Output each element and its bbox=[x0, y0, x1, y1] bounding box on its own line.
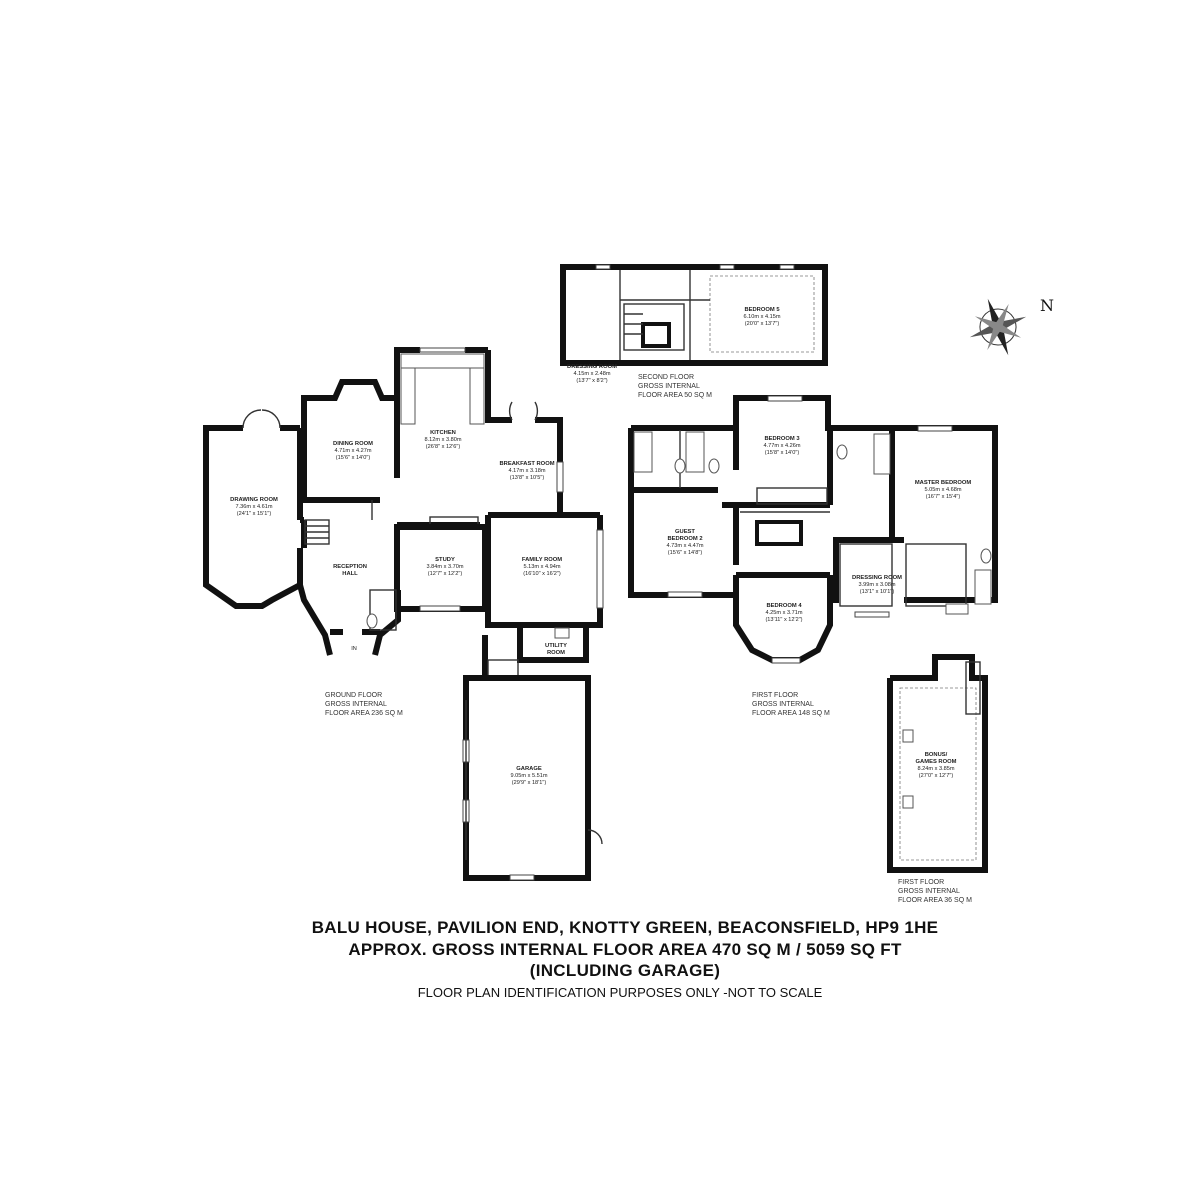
north-label: N bbox=[1040, 296, 1054, 315]
including-garage-note: (INCLUDING GARAGE) bbox=[529, 961, 721, 980]
ground-floor-plan bbox=[203, 347, 604, 881]
room-label-study: STUDY 3.84m x 3.70m (12'7" x 12'2") bbox=[426, 557, 464, 577]
floor-area-first: FIRST FLOOR GROSS INTERNAL FLOOR AREA 14… bbox=[752, 692, 830, 717]
room-label-drawing-room: DRAWING ROOM 7.36m x 4.61m (24'1" x 15'1… bbox=[230, 497, 278, 517]
entrance-label: IN bbox=[351, 646, 357, 652]
floor-area-first-annex: FIRST FLOOR GROSS INTERNAL FLOOR AREA 36… bbox=[898, 879, 972, 904]
property-address: BALU HOUSE, PAVILION END, KNOTTY GREEN, … bbox=[311, 918, 939, 937]
room-label-bonus-games-room: BONUS/ GAMES ROOM 8.24m x 3.85m (27'0" x… bbox=[915, 752, 957, 779]
room-label-utility-room: UTILITY ROOM bbox=[545, 643, 567, 656]
first-floor-plan bbox=[628, 395, 998, 664]
total-floor-area: APPROX. GROSS INTERNAL FLOOR AREA 470 SQ… bbox=[348, 940, 902, 959]
compass-rose-icon bbox=[969, 298, 1027, 356]
room-label-bedroom-3: BEDROOM 3 4.77m x 4.26m (15'8" x 14'0") bbox=[763, 436, 801, 456]
floor-area-ground: GROUND FLOOR GROSS INTERNAL FLOOR AREA 2… bbox=[325, 692, 403, 717]
room-label-bedroom-4: BEDROOM 4 4.25m x 3.71m (13'11" x 12'2") bbox=[765, 603, 803, 623]
room-label-reception-hall: RECEPTION HALL bbox=[333, 564, 367, 577]
room-label-dressing-room-second: DRESSING ROOM 4.15m x 2.48m (13'7" x 8'2… bbox=[567, 364, 617, 384]
room-label-bedroom-5: BEDROOM 5 6.10m x 4.15m (20'0" x 13'7") bbox=[743, 307, 781, 327]
room-label-master-bedroom: MASTER BEDROOM 5.05m x 4.68m (16'7" x 15… bbox=[914, 480, 972, 500]
room-label-kitchen: KITCHEN 8.12m x 3.80m (26'8" x 12'6") bbox=[424, 430, 462, 450]
room-label-garage: GARAGE 9.05m x 5.51m (29'9" x 18'1") bbox=[510, 766, 548, 786]
floor-area-second: SECOND FLOOR GROSS INTERNAL FLOOR AREA 5… bbox=[638, 374, 712, 399]
room-label-guest-bedroom-2: GUEST BEDROOM 2 4.73m x 4.47m (15'6" x 1… bbox=[666, 529, 704, 556]
room-label-breakfast-room: BREAKFAST ROOM 4.17m x 3.18m (13'8" x 10… bbox=[499, 461, 555, 481]
bonus-room-plan bbox=[887, 654, 988, 873]
disclaimer: FLOOR PLAN IDENTIFICATION PURPOSES ONLY … bbox=[417, 985, 823, 1000]
room-label-family-room: FAMILY ROOM 5.13m x 4.94m (16'10" x 16'2… bbox=[521, 557, 563, 577]
second-floor-plan bbox=[560, 264, 828, 366]
room-label-dressing-room-first: DRESSING ROOM 3.99m x 3.08m (13'1" x 10'… bbox=[852, 575, 902, 595]
room-label-dining-room: DINING ROOM 4.71m x 4.27m (15'6" x 14'0"… bbox=[333, 441, 373, 461]
